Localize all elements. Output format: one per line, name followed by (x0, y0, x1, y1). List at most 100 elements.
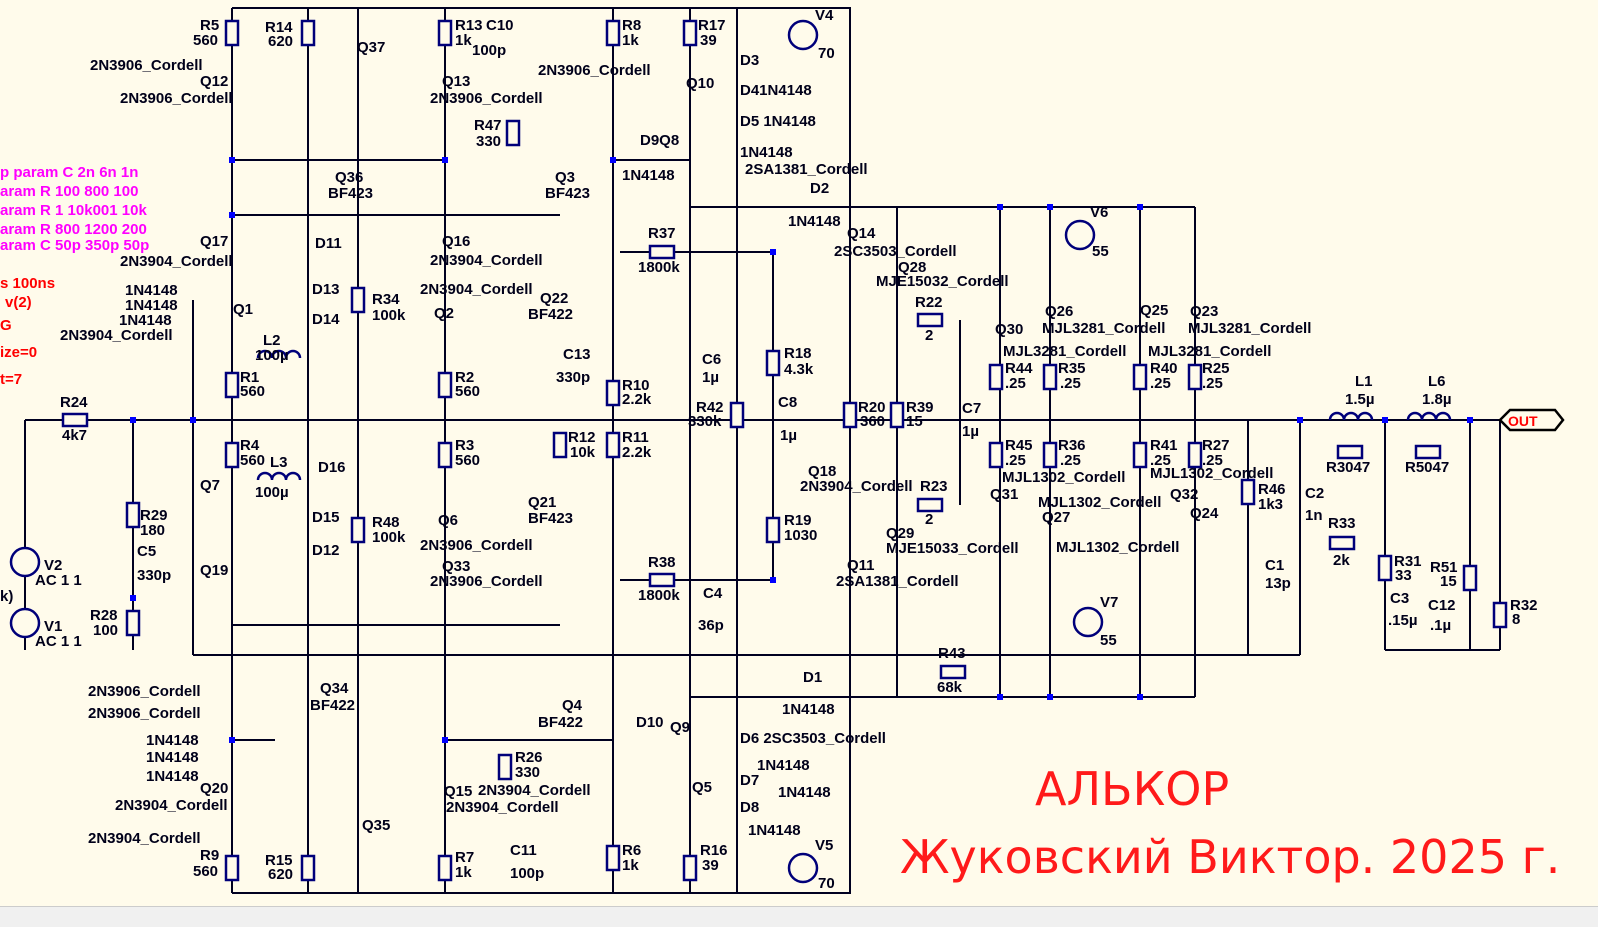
component-label: R29 (140, 507, 168, 524)
component-label: R6 (622, 842, 642, 859)
component-label: R13 (455, 17, 483, 34)
sim-directive: s 100ns (0, 275, 56, 292)
component-label: V5 (815, 837, 834, 854)
param-note: aram R 100 800 100 (0, 183, 139, 200)
component-label: 1.8µ (1422, 391, 1452, 408)
component-label: 1800k (638, 587, 680, 604)
component-label: 2k (1333, 552, 1350, 569)
component-label: Q24 (1190, 505, 1219, 522)
component-label: 330k (688, 413, 722, 430)
component-label: .25 (1202, 375, 1223, 392)
component-label: Q28 (898, 259, 927, 276)
component-label: 1800k (638, 259, 680, 276)
component-label: V6 (1090, 204, 1109, 221)
component-label: 2N3904_Cordell (420, 281, 533, 298)
component-label: L6 (1428, 373, 1446, 390)
component-label: V4 (815, 7, 834, 24)
component-label: V1 (44, 618, 63, 635)
component-label: MJL3281_Cordell (1148, 343, 1272, 360)
component-label: 2 (925, 511, 934, 528)
component-label: Q36 (335, 169, 364, 186)
component-label: 4k7 (62, 427, 88, 444)
component-label: 2N3906_Cordell (420, 537, 533, 554)
component-label: 2N3904_Cordell (60, 327, 173, 344)
component-label: .25 (1150, 375, 1171, 392)
component-label: 1N4148 (782, 701, 835, 718)
component-label: Q12 (200, 73, 229, 90)
resistors (61, 19, 1508, 882)
component-label: 1N4148 (146, 749, 199, 766)
component-label: R3047 (1326, 459, 1371, 476)
component-label: R22 (915, 294, 943, 311)
component-label: 39 (700, 32, 717, 49)
component-label: R48 (372, 514, 400, 531)
component-label: 2 (925, 327, 934, 344)
component-label: R37 (648, 225, 676, 242)
component-label: C13 (563, 346, 591, 363)
component-label: .25 (1060, 452, 1081, 469)
component-label: .25 (1060, 375, 1081, 392)
component-label: 2SA1381_Cordell (836, 573, 959, 590)
component-label: 330p (556, 369, 591, 386)
component-label: Q23 (1190, 303, 1219, 320)
component-label: Q34 (320, 680, 349, 697)
component-label: R43 (938, 645, 966, 662)
component-label: R34 (372, 291, 400, 308)
component-label: 13p (1265, 575, 1291, 592)
component-label: R17 (698, 17, 726, 34)
component-label: 8 (1512, 611, 1521, 628)
component-label: R2 (455, 369, 475, 386)
component-label: D1 (803, 669, 823, 686)
component-label: R38 (648, 554, 676, 571)
component-label: C3 (1390, 590, 1410, 607)
component-label: MJE15032_Cordell (876, 273, 1009, 290)
component-label: 2N3906_Cordell (430, 90, 543, 107)
component-label: Q4 (562, 697, 583, 714)
component-label: R20 (858, 399, 886, 416)
component-label: R3 (455, 437, 475, 454)
component-label: Q35 (362, 817, 391, 834)
component-label: BF422 (528, 306, 574, 323)
component-label: 1N4148 (146, 768, 199, 785)
component-label: .1µ (1430, 617, 1452, 634)
component-label: 2N3904_Cordell (478, 782, 591, 799)
component-label: D11 (315, 235, 342, 252)
component-label: R40 (1150, 360, 1178, 377)
component-label: MJL3281_Cordell (1042, 320, 1166, 337)
component-label: 15 (1440, 573, 1457, 590)
component-label: 55 (1100, 632, 1117, 649)
component-label: 620 (268, 866, 294, 883)
component-label: R10 (622, 377, 650, 394)
component-label: Q2 (434, 305, 455, 322)
component-label: 1k (455, 864, 472, 881)
component-label: R31 (1394, 553, 1422, 570)
component-label: MJL1302_Cordell (1150, 465, 1274, 482)
component-label: R5047 (1405, 459, 1450, 476)
component-label: 1k (622, 32, 639, 49)
out-net-label: OUT (1508, 413, 1538, 429)
component-label: 560 (455, 383, 481, 400)
component-label: 560 (240, 452, 266, 469)
component-label: 1N4148 (622, 167, 675, 184)
component-label: 100p (510, 865, 545, 882)
component-label: 15 (906, 413, 923, 430)
component-label: 180 (140, 522, 166, 539)
component-label: 1.5µ (1345, 391, 1375, 408)
component-label: .25 (1005, 452, 1026, 469)
component-label: 1k3 (1258, 496, 1284, 513)
component-label: D12 (312, 542, 340, 559)
component-label: MJL1302_Cordell (1002, 469, 1126, 486)
component-label: D16 (318, 459, 346, 476)
component-label: 2.2k (622, 444, 652, 461)
component-label: Q32 (1170, 486, 1199, 503)
component-label: 1n (1305, 507, 1323, 524)
author-credit: Жуковский Виктор. 2025 г. (900, 830, 1561, 884)
component-label: 2N3904_Cordell (120, 253, 233, 270)
component-label: Q11 (847, 557, 875, 574)
component-label: AC 1 1 (35, 572, 82, 589)
component-label: R16 (700, 842, 728, 859)
component-label: 2N3904_Cordell (115, 797, 228, 814)
component-label: R39 (906, 399, 934, 416)
component-label: R44 (1005, 360, 1033, 377)
inductors (256, 349, 1565, 481)
